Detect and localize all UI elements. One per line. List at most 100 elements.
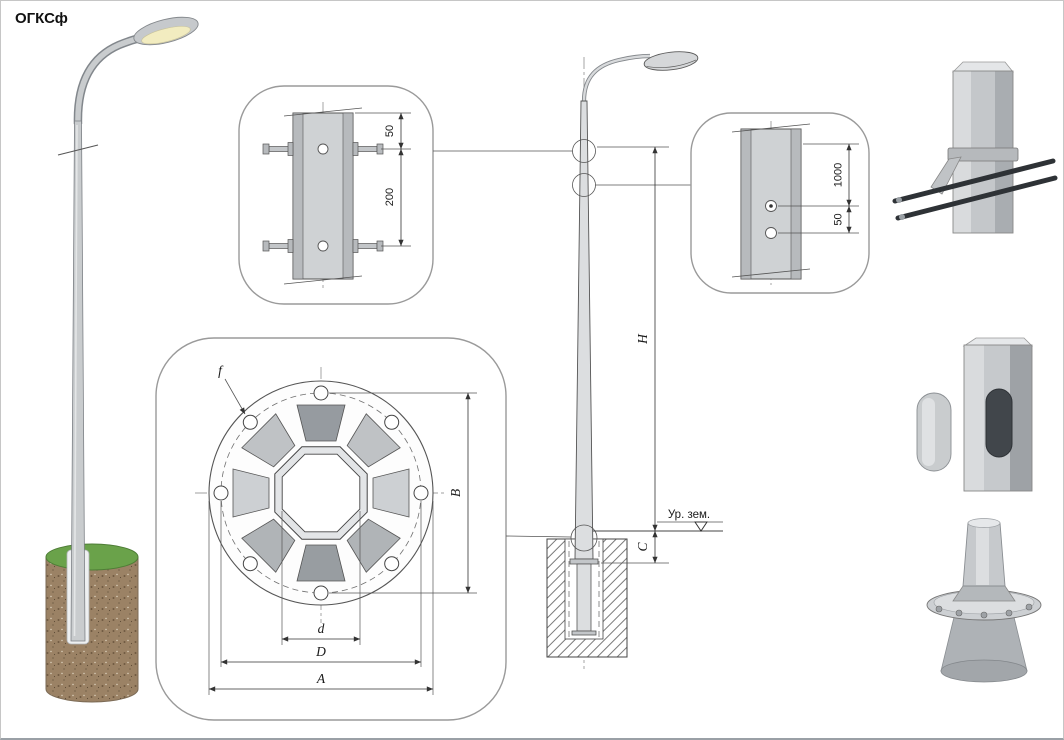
- dim-label-H: H: [635, 333, 650, 345]
- flange-bolt: [980, 611, 988, 619]
- bolt-hole: [317, 143, 329, 155]
- flange-hole: [213, 485, 229, 501]
- arm-elevation-outline: [581, 53, 651, 102]
- dim-label-200: 200: [384, 188, 396, 206]
- embedded-pole: [576, 563, 592, 632]
- gusset: [296, 544, 346, 582]
- base-shaft-highlight: [976, 524, 989, 585]
- ground-level: Ур. зем.: [593, 509, 723, 532]
- flange-bolt: [1005, 609, 1013, 617]
- pole-3d-render: [45, 16, 199, 703]
- flange-hole: [242, 556, 258, 572]
- detail-view-anchor-bolts: 50 200: [238, 85, 434, 305]
- dimension-200: 200: [381, 148, 411, 247]
- door-3d-render: [916, 337, 1033, 492]
- dimension-B: B: [329, 392, 477, 594]
- rod-tip-lower: [899, 214, 905, 220]
- foundation-texture: [46, 557, 138, 702]
- detail-view-mount-holes: 1000 50: [690, 112, 870, 294]
- bracket-rod-lower: [895, 175, 1058, 221]
- flange-hole: [384, 414, 400, 430]
- gusset-plates: [232, 404, 410, 582]
- dim-label-50b: 50: [833, 213, 845, 225]
- dimension-D: D: [220, 501, 422, 667]
- flange-hole: [413, 485, 429, 501]
- bracket-rod-upper: [892, 158, 1056, 204]
- base-flange-bolts: [935, 603, 1033, 619]
- dimension-1000: 1000: [778, 143, 859, 207]
- base-flange-3d-render: [926, 518, 1042, 683]
- pole-octagon-inner: [281, 453, 361, 533]
- dimension-A: A: [208, 501, 434, 695]
- pole-highlight: [73, 124, 78, 637]
- break-mark-top-2: [731, 123, 811, 133]
- door-cover-highlight: [922, 398, 935, 466]
- bolt-hole: [317, 240, 329, 252]
- door-pole-facet-left: [964, 345, 984, 491]
- break-mark-bottom: [283, 275, 363, 285]
- lamp-head-elevation: [643, 51, 699, 71]
- embedded-base-plate: [571, 630, 597, 636]
- column-strip-left-2: [740, 128, 752, 280]
- mount-hole-upper-center: [769, 204, 773, 208]
- dimension-H: H: [597, 146, 669, 532]
- dimension-C: C: [601, 530, 669, 564]
- dim-label-B: B: [448, 489, 463, 497]
- drawing-title: ОГКСф: [15, 10, 68, 27]
- column-strip-right-2: [790, 128, 802, 280]
- base-skirt-bottom: [940, 659, 1028, 683]
- clamp-cone: [930, 156, 962, 195]
- dim-label-d: d: [318, 621, 325, 636]
- ground-label: Ур. зем.: [668, 509, 710, 521]
- door-pole-outline: [963, 344, 1033, 492]
- door-opening: [985, 388, 1013, 458]
- pole-break-mark: [57, 144, 99, 156]
- foundation-3d: [45, 543, 139, 703]
- dim-label-50: 50: [384, 125, 396, 137]
- flange-hole: [242, 414, 258, 430]
- gusset: [232, 468, 270, 518]
- flange-bolt: [1025, 603, 1033, 611]
- label-f: f: [218, 363, 246, 415]
- dimension-50b: 50: [778, 205, 859, 234]
- lamp-seam-line: [646, 59, 697, 68]
- detail-marker-base: [570, 524, 598, 552]
- pole-elevation: Ур. зем. H C: [433, 51, 723, 669]
- flange-bolt: [935, 605, 943, 613]
- clamp-band: [947, 147, 1019, 162]
- bracket-pole-top-face: [952, 61, 1014, 73]
- bracket-3d-render: [892, 61, 1058, 234]
- level-mark: [694, 521, 708, 532]
- lamp-glass: [141, 26, 191, 45]
- column-strip-right: [342, 112, 354, 280]
- pole-shaft-elevation: [574, 100, 594, 560]
- gusset: [241, 413, 296, 468]
- base-shaft-top: [967, 518, 1001, 528]
- mount-hole-lower: [765, 227, 777, 239]
- flange-hole: [384, 556, 400, 572]
- flange-detail-view: f B d D A: [155, 337, 507, 721]
- pole-base-flange: [569, 558, 599, 565]
- dim-label-A: A: [316, 671, 326, 686]
- flange-hole: [313, 585, 329, 601]
- dim-label-C: C: [635, 542, 650, 552]
- dim-label-1000: 1000: [833, 163, 845, 187]
- dimension-50: 50: [355, 112, 411, 150]
- column-strip-left: [292, 112, 304, 280]
- gusset: [346, 413, 401, 468]
- gusset: [346, 518, 401, 573]
- lamp-body-elevation: [643, 51, 699, 71]
- gusset: [296, 404, 346, 442]
- arm-elevation-face: [582, 54, 651, 102]
- pole-shaft-3d: [70, 120, 86, 642]
- door-pole-facet-right: [1010, 345, 1032, 491]
- flange-bolt: [955, 609, 963, 617]
- foundation-grass-top: [45, 543, 139, 571]
- base-flare: [952, 585, 1016, 602]
- flange-bolt-holes: [213, 385, 429, 601]
- gusset: [372, 468, 410, 518]
- flange-hole: [313, 385, 329, 401]
- connector-flange-detail: [505, 535, 572, 538]
